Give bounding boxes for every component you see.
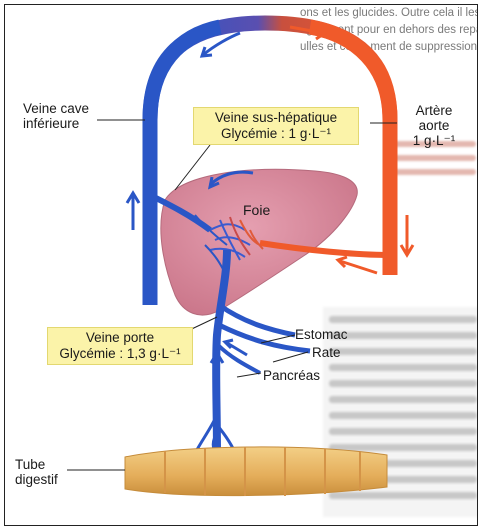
label-glycemie-sus-hepatique: Glycémie : 1 g·L⁻¹	[200, 126, 352, 142]
label-tube-digestif: Tube digestif	[15, 457, 58, 487]
label-glycemie-porte: Glycémie : 1,3 g·L⁻¹	[54, 346, 186, 362]
label-veine-cave: Veine cave inférieure	[23, 101, 89, 131]
label-veine-sus-hepatique: Veine sus-hépatique	[200, 110, 352, 126]
circulation-diagram	[5, 5, 478, 526]
liver-shape	[161, 169, 357, 315]
label-rate: Rate	[312, 345, 341, 360]
label-veine-sus-hepatique-box: Veine sus-hépatique Glycémie : 1 g·L⁻¹	[193, 107, 359, 145]
label-veine-porte: Veine porte	[54, 330, 186, 346]
label-artere-aorte: Artère aorte 1 g·L⁻¹	[399, 103, 469, 148]
label-pancreas: Pancréas	[263, 368, 320, 383]
label-foie: Foie	[243, 203, 270, 218]
label-veine-porte-box: Veine porte Glycémie : 1,3 g·L⁻¹	[47, 327, 193, 365]
label-estomac: Estomac	[295, 327, 348, 342]
figure-frame: ons et les glucides. Outre cela il les r…	[4, 4, 478, 526]
